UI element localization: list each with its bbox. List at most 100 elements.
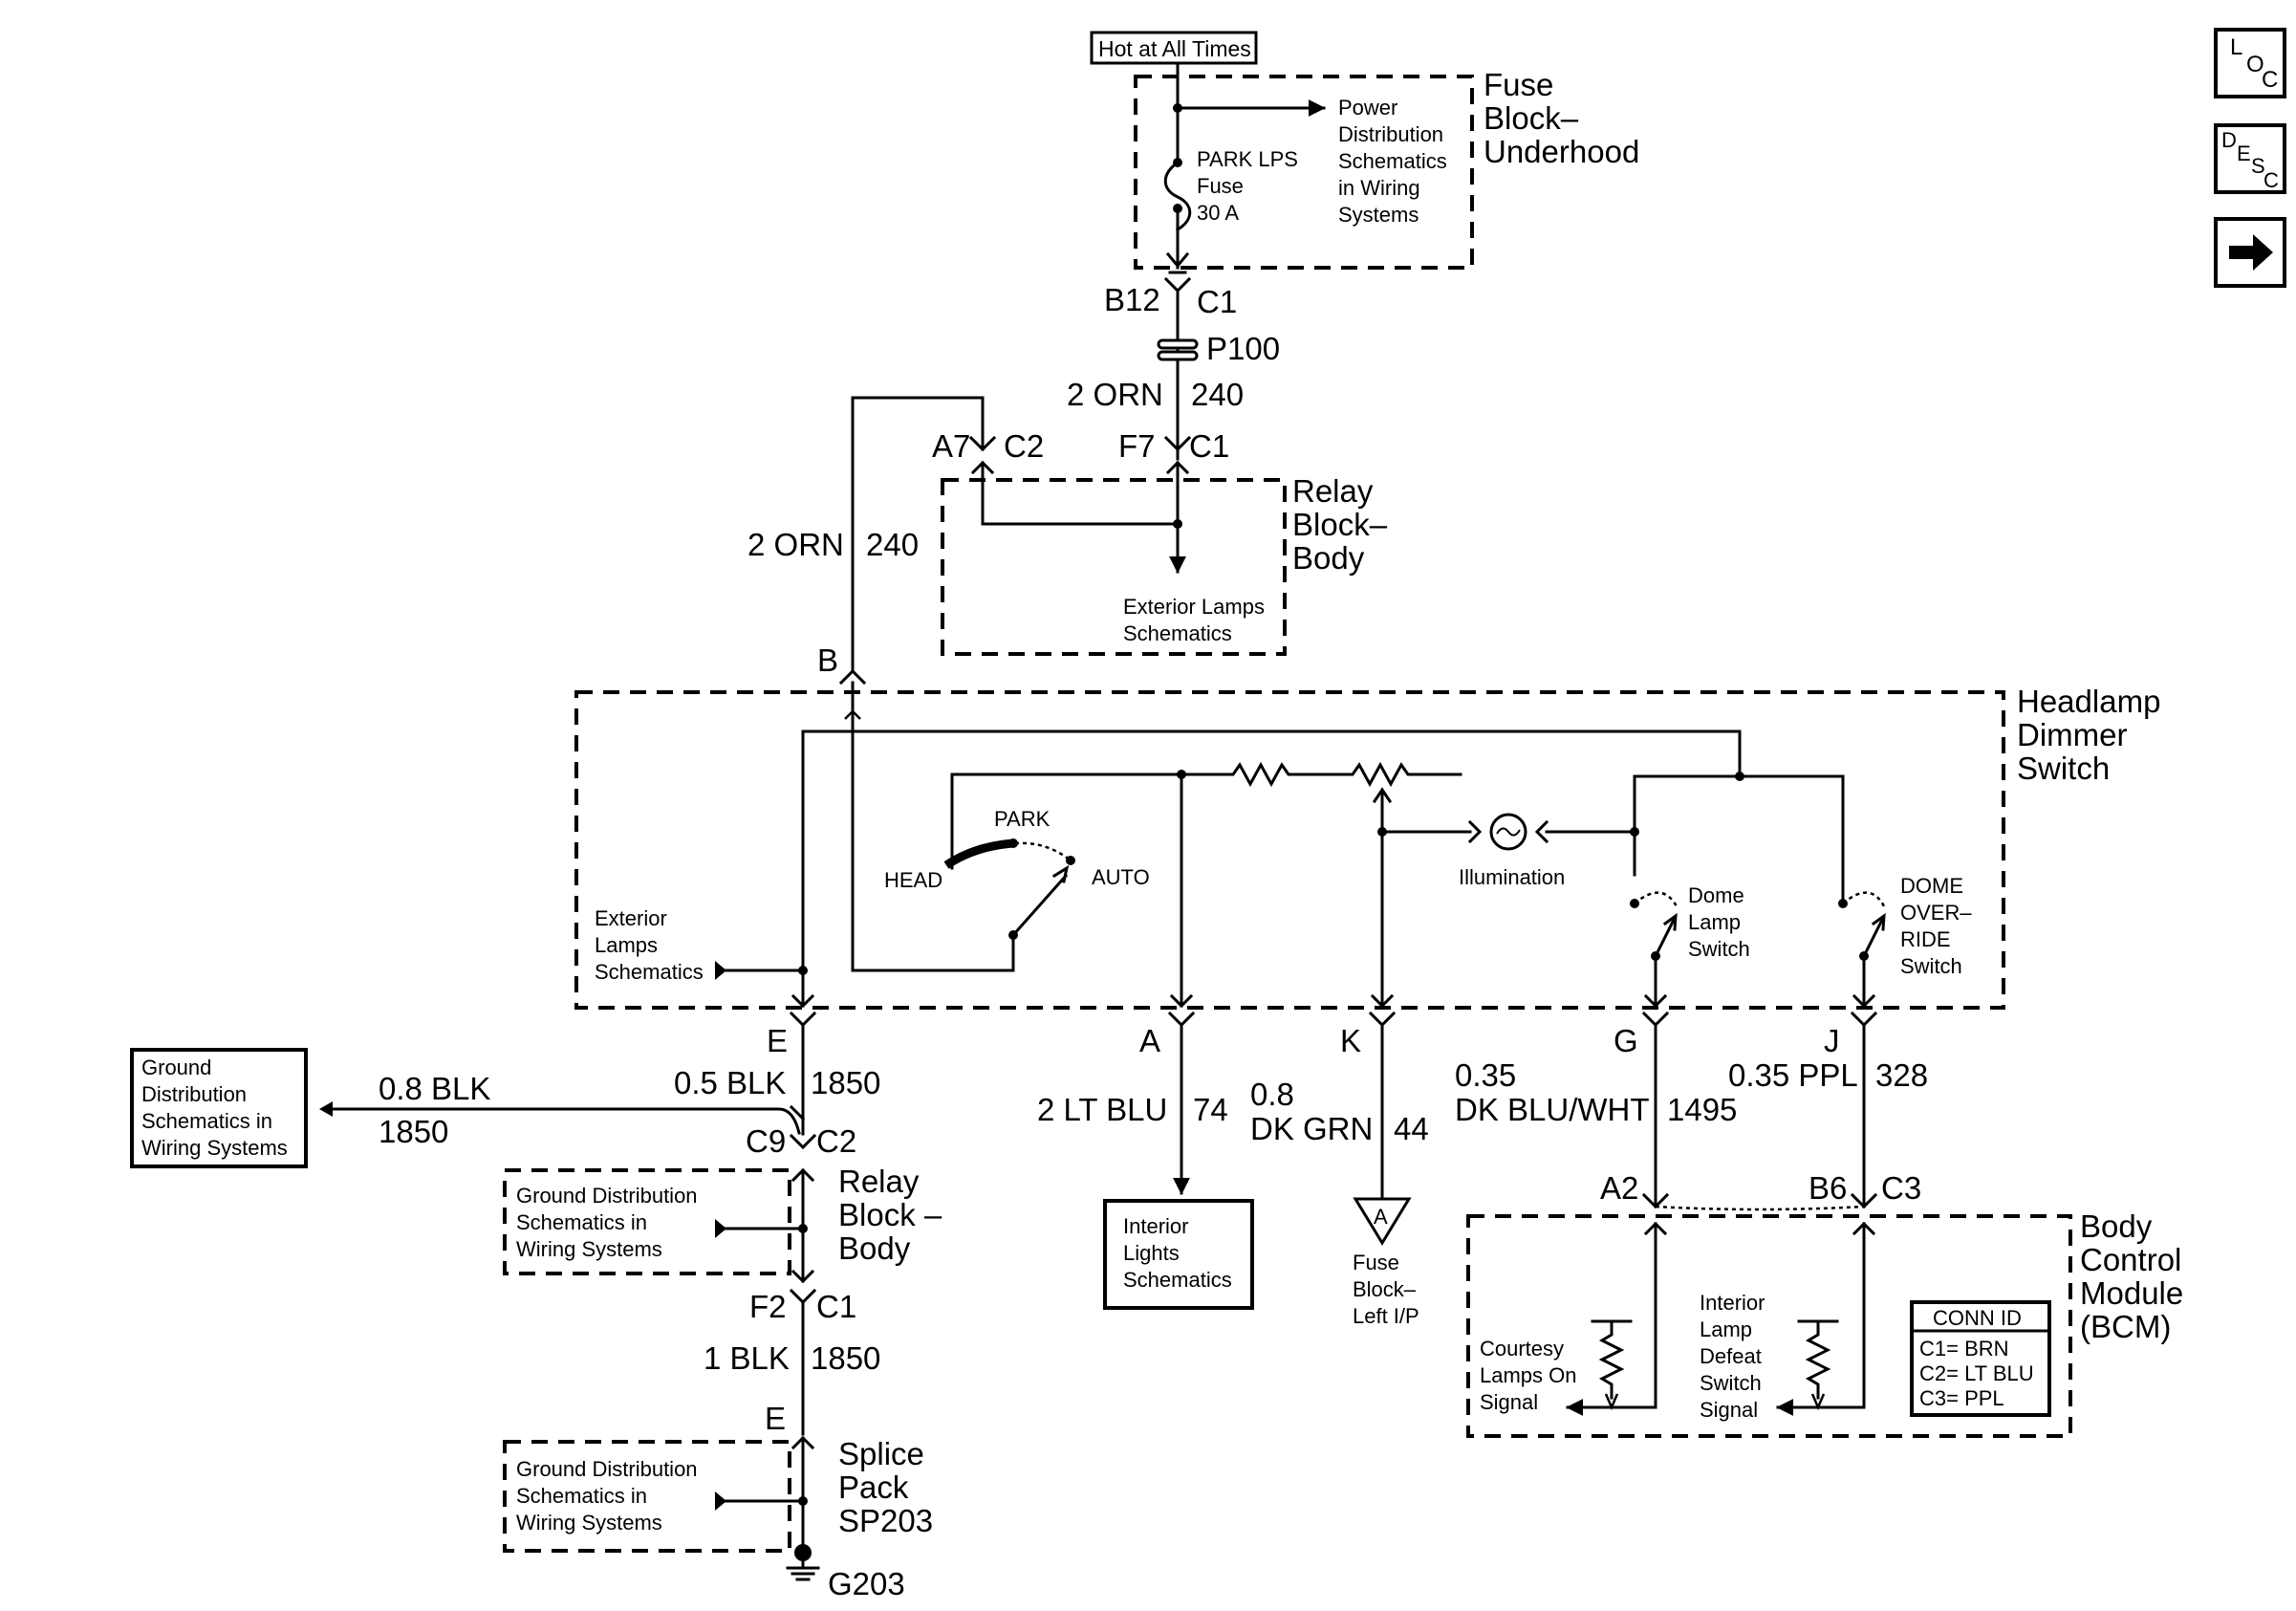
pin-e-splice: E	[765, 1401, 786, 1436]
connector-f7-symbol	[1163, 435, 1192, 452]
svg-text:Wiring Systems: Wiring Systems	[516, 1511, 662, 1535]
pin-g: G	[1614, 1023, 1638, 1058]
ground-symbol-icon	[786, 1551, 820, 1581]
ground-distribution-schematics-label: Ground Distribution Schematics in Wiring…	[516, 1184, 698, 1261]
svg-text:Schematics in: Schematics in	[516, 1484, 647, 1508]
ground-distribution-box	[130, 1048, 308, 1168]
pin-b: B	[817, 642, 838, 678]
svg-text:Underhood: Underhood	[1484, 134, 1639, 169]
svg-text:C1= BRN: C1= BRN	[1919, 1337, 2009, 1361]
pin-f7: F7	[1118, 428, 1156, 464]
svg-text:Splice: Splice	[838, 1436, 924, 1471]
svg-text:Ground Distribution: Ground Distribution	[516, 1457, 698, 1481]
svg-text:OVER–: OVER–	[1900, 901, 1972, 925]
wire-circuit-label: 44	[1394, 1111, 1429, 1146]
svg-text:Dimmer: Dimmer	[2017, 717, 2127, 752]
pin-j: J	[1824, 1023, 1840, 1058]
svg-text:Interior: Interior	[1700, 1291, 1765, 1315]
auto-position-label: AUTO	[1092, 865, 1150, 889]
svg-text:Hot at All Times: Hot at All Times	[1098, 36, 1251, 61]
pin-a: A	[1139, 1023, 1160, 1058]
wire-circuit-label: 74	[1193, 1092, 1228, 1127]
right-arrow-icon	[2229, 234, 2273, 271]
park-lps-fuse-label: PARK LPS Fuse 30 A	[1197, 147, 1298, 225]
connector-id-table: CONN ID C1= BRN C2= LT BLU C3= PPL	[1910, 1300, 2051, 1417]
loc-letter: C	[2262, 67, 2278, 93]
splice-pack-title: Splice Pack SP203	[838, 1436, 933, 1538]
next-arrow-button[interactable]	[2214, 217, 2286, 288]
wire-circuit-label: 240	[1191, 377, 1244, 412]
headlamp-dimmer-switch-title: Headlamp Dimmer Switch	[2017, 684, 2160, 786]
svg-text:Relay: Relay	[1292, 473, 1374, 509]
svg-text:Exterior: Exterior	[595, 906, 667, 930]
svg-text:Signal: Signal	[1700, 1398, 1758, 1422]
pin-a2: A2	[1600, 1170, 1638, 1206]
dome-lamp-switch-label: Dome Lamp Switch	[1688, 883, 1750, 961]
svg-text:DOME: DOME	[1900, 874, 1963, 898]
relay-block-body-bottom-box	[503, 1168, 791, 1275]
interior-lights-box	[1103, 1199, 1254, 1310]
fuse-block-underhood-box	[1134, 75, 1474, 270]
ground-distribution-reference: Ground Distribution Schematics in Wiring…	[141, 1056, 288, 1160]
svg-text:Block–: Block–	[1484, 100, 1579, 136]
svg-text:Distribution: Distribution	[141, 1082, 247, 1106]
connector-c1: C1	[816, 1289, 856, 1324]
wire-size-label: 2 LT BLU	[1037, 1092, 1167, 1127]
connector-c2: C2	[816, 1123, 856, 1159]
wire-circuit-label: 1850	[811, 1065, 880, 1100]
splice-pack-box	[503, 1440, 791, 1553]
desc-letter: C	[2264, 168, 2279, 192]
svg-text:Schematics in: Schematics in	[141, 1109, 272, 1133]
svg-text:Lights: Lights	[1123, 1241, 1180, 1265]
svg-text:Schematics in: Schematics in	[516, 1210, 647, 1234]
wire-size-label: 0.5 BLK	[674, 1065, 786, 1100]
svg-text:Module: Module	[2080, 1275, 2183, 1311]
headlamp-dimmer-switch-box	[574, 690, 2005, 1010]
svg-text:Distribution: Distribution	[1338, 122, 1443, 146]
svg-text:Dome: Dome	[1688, 883, 1744, 907]
power-distribution-reference: Power Distribution Schematics in Wiring …	[1338, 96, 1447, 227]
svg-text:Power: Power	[1338, 96, 1397, 120]
pullup-resistor-icon	[1797, 1319, 1839, 1411]
pin-b6: B6	[1809, 1170, 1847, 1206]
svg-text:RIDE: RIDE	[1900, 927, 1951, 951]
pin-a7: A7	[932, 428, 970, 464]
fuse-block-left-ip-label: Fuse Block– Left I/P	[1353, 1251, 1419, 1328]
svg-text:Switch: Switch	[1688, 937, 1750, 961]
relay-block-body-top-title: Relay Block– Body	[1292, 473, 1388, 576]
svg-text:Body: Body	[1292, 540, 1365, 576]
svg-text:PARK LPS: PARK LPS	[1197, 147, 1298, 171]
svg-text:Body: Body	[2080, 1208, 2153, 1244]
loc-button[interactable]: L O C	[2214, 28, 2286, 98]
wire-size-label: 0.8 BLK	[379, 1071, 490, 1106]
svg-text:A: A	[1374, 1205, 1388, 1229]
svg-text:Headlamp: Headlamp	[2017, 684, 2160, 719]
svg-text:Ground Distribution: Ground Distribution	[516, 1184, 698, 1208]
wire-size-label: 2 ORN	[747, 527, 844, 562]
svg-text:Fuse: Fuse	[1197, 174, 1244, 198]
desc-button[interactable]: D E S C	[2214, 123, 2286, 194]
hot-at-all-times-label: Hot at All Times	[1090, 31, 1258, 65]
resistor-icon	[1180, 761, 1462, 788]
pin-e: E	[767, 1023, 788, 1058]
svg-text:SP203: SP203	[838, 1503, 933, 1538]
wire-size-label: 2 ORN	[1067, 377, 1163, 412]
svg-text:Schematics: Schematics	[595, 960, 704, 984]
splice-ground-distribution-label: Ground Distribution Schematics in Wiring…	[516, 1457, 698, 1535]
wire-circuit-label: 1495	[1667, 1092, 1737, 1127]
svg-text:Pack: Pack	[838, 1469, 909, 1505]
svg-text:Left I/P: Left I/P	[1353, 1304, 1419, 1328]
connector-c1-symbol	[1163, 276, 1192, 294]
loc-letter: O	[2246, 52, 2264, 77]
svg-text:Lamp: Lamp	[1688, 910, 1741, 934]
pin-c9: C9	[746, 1123, 786, 1159]
pin-k: K	[1340, 1023, 1361, 1058]
wire-color-label: DK GRN	[1250, 1111, 1373, 1146]
svg-text:Interior: Interior	[1123, 1214, 1188, 1238]
loc-letter: L	[2230, 34, 2242, 60]
svg-text:Relay: Relay	[838, 1164, 920, 1199]
pin-f2: F2	[749, 1289, 787, 1324]
svg-text:Schematics: Schematics	[1338, 149, 1447, 173]
desc-letter: E	[2237, 142, 2251, 165]
connector-a7-symbol	[968, 435, 997, 452]
